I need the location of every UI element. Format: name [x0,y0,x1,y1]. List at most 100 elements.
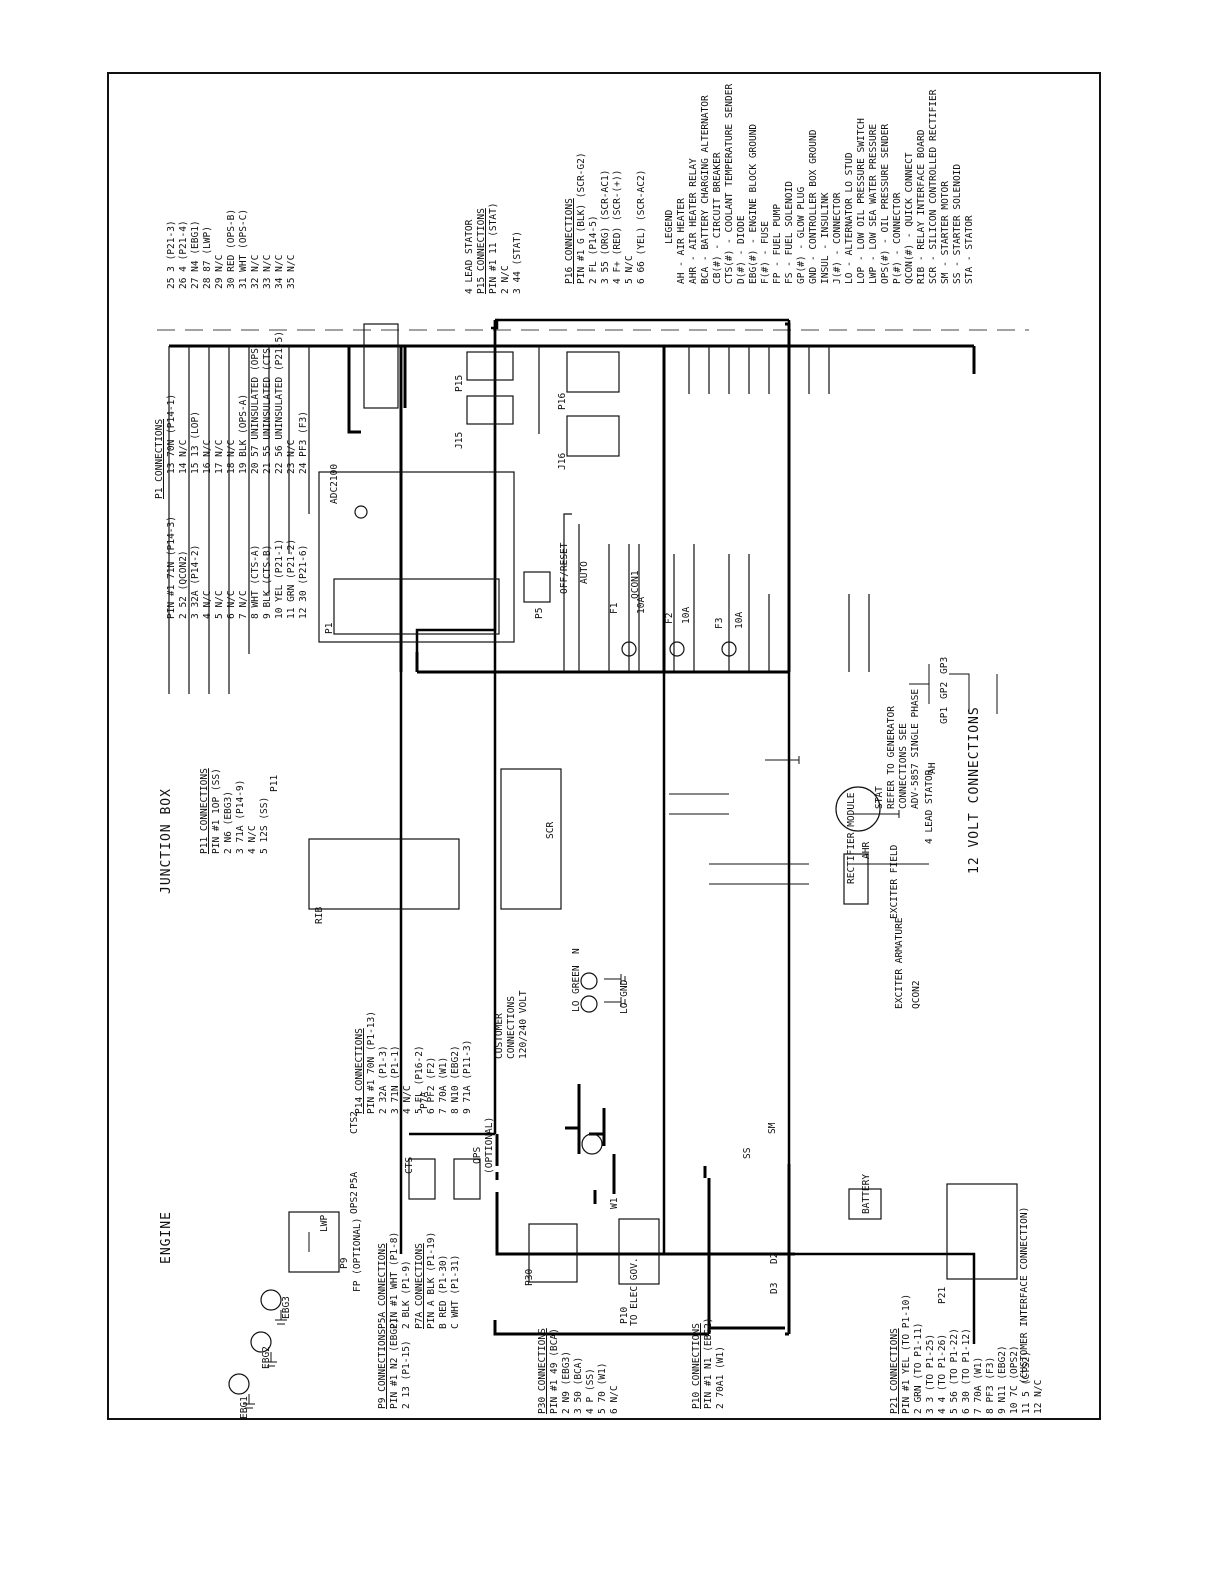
p9-line: 2 13 (P1-15) [401,1340,412,1409]
p10-line: 2 70A1 (W1) [715,1346,726,1409]
p30-line: 5 70 (W1) [597,1362,608,1414]
stat-line: ADV-5857 SINGLE PHASE [910,688,921,809]
p11-connector [363,323,399,409]
p5a-line: 2 BLK (P1-9) [401,1260,412,1329]
p1-line: 17 N/C [214,439,225,474]
ss-solenoid [581,1133,603,1155]
f1-label: F1 [609,602,620,614]
p16-label: P16 [557,392,568,410]
engine-label: ENGINE [159,1211,174,1264]
p7a-line: B RED (P1-30) [438,1254,449,1329]
ebg2-ground [250,1331,272,1353]
legend-item: CB(#) - CIRCUIT BREAKER [712,152,723,284]
p5a-line: PIN #1 WHT (P1-8) [389,1231,400,1329]
lwp-label: LWP [319,1214,330,1232]
ahr-label: AHR [861,841,872,859]
legend-item: RIB - RELAY INTERFACE BOARD [916,129,927,284]
p1-line: 13 70N (P14-1) [166,393,177,474]
ss-label: SS [742,1147,753,1159]
p1-connections-col2: 13 70N (P14-1) 14 N/C 15 13 (LOP) 16 N/C… [166,331,310,474]
p10-line: PIN #1 N1 (EBG2) [703,1317,714,1409]
customer-line: 120/240 VOLT [518,990,529,1059]
qcon1-label: QCON1 [630,570,641,599]
p1-line: 16 N/C [202,439,213,474]
p30-line: 4 P (SS) [585,1368,596,1414]
stat-circle [835,786,881,832]
j15-connector [466,395,514,425]
legend-item: F(#) - FUSE [760,221,771,284]
junction-box-label: JUNCTION BOX [159,788,174,894]
p11-line: 2 N6 (EBG3) [223,791,234,854]
p1-connections-col3: 25 3 (P21-3) 26 4 (P21-4) 27 N4 (EBG1) 2… [166,209,298,289]
drawing-frame: JUNCTION BOX ENGINE 12 VOLT CONNECTIONS … [107,72,1101,1420]
ahr-relay [843,853,869,905]
p21-label: P21 [937,1286,948,1304]
p16-title: P16 CONNECTIONS [564,198,575,284]
p1-line: 25 3 (P21-3) [166,220,177,289]
p30-title: P30 CONNECTIONS [537,1328,548,1414]
p10-connections-block: P10 CONNECTIONS PIN #1 N1 (EBG2) 2 70A1 … [691,1317,727,1409]
p1-line: 27 N4 (EBG1) [190,220,201,289]
p21-line: 4 4 (TO P1-26) [937,1333,948,1414]
f2-fuse [669,641,685,657]
f3-fuse [721,641,737,657]
p14-line: 9 71A (P11-3) [462,1039,473,1114]
p1-line: 21 55 UNINSULATED (CTS) [262,342,273,474]
p16-line: PIN #1 G (BLK) (SCR-G2) [576,152,587,284]
four-lead-stator-title: 4 LEAD STATOR [464,219,475,294]
legend-item: FP - FUEL PUMP [772,203,783,284]
p9-line: PIN #1 N2 (EBG2) [389,1317,400,1409]
f2-rating-label: 10A [681,606,692,624]
p11-line: PIN #1 1OP (SS) [211,768,222,854]
legend-item: SS - STARTER SOLENOID [952,163,963,284]
p16-line: 2 FL (P14-5) [588,215,599,284]
p16-line: 5 N/C [624,255,635,284]
legend-item: AHR - AIR HEATER RELAY [688,158,699,284]
p14-line: 3 71N (P1-1) [390,1045,401,1114]
legend-item: STA - STATOR [964,215,975,284]
p15-line: 2 N/C [500,265,511,294]
elec-gov-label: TO ELEC GOV. [629,1257,640,1326]
n-label: N [571,948,582,954]
p14-line: 4 N/C [402,1085,413,1114]
stat-sub-label: 4 LEAD STATOR [924,769,935,844]
p1-line: 19 BLK (OPS-A) [238,393,249,474]
p5a-label: P5A [349,1171,360,1189]
p11-title: P11 CONNECTIONS [199,768,210,854]
rib-label: RIB [314,906,325,924]
j15-label: J15 [454,431,465,449]
rectifier-label: RECTIFIER MODULE [846,792,857,884]
p9-label: P9 [339,1257,350,1269]
legend-item: EBG(#) - ENGINE BLOCK GROUND [748,123,759,284]
p11-connections-block: P11 CONNECTIONS PIN #1 1OP (SS) 2 N6 (EB… [199,768,271,854]
exciter-armature-label: EXCITER ARMATURE [894,917,905,1009]
p21-note: (CUSTOMER INTERFACE CONNECTION) [1019,1206,1030,1384]
p15-label: P15 [454,374,465,392]
misc-strokes [243,664,998,1409]
ops-label: OPS [472,1146,483,1164]
p14-line: 8 N10 (EBG2) [450,1045,461,1114]
p1-line: 14 N/C [178,439,189,474]
p30-line: 3 50 (BCA) [573,1356,584,1414]
p30-line: 2 N9 (EBG3) [561,1351,572,1414]
p5a-connections-block: P5A CONNECTIONS PIN #1 WHT (P1-8) 2 BLK … [377,1232,413,1329]
stat-line: REFER TO GENERATOR [886,706,897,809]
p7a-label: P7A [419,1091,430,1109]
p1-connector [333,578,500,635]
p21-line: 7 70A (W1) [973,1356,984,1414]
p30-line: 6 N/C [609,1385,620,1414]
p1-line: 22 56 UNINSULATED (P21-5) [274,331,285,474]
p15-connector [466,351,514,381]
p9-connector [288,1211,340,1273]
p14-line: PIN #1 70N (P1-13) [366,1011,377,1114]
p1-line: 20 57 UNINSULATED (OPS) [250,342,261,474]
four-lead-stator-block: 4 LEAD STATOR P15 CONNECTIONS PIN #1 11 … [464,202,524,294]
p1-line: 31 WHT (OPS-C) [238,208,249,289]
p11-line: 3 71A (P14-9) [235,779,246,854]
p7a-line: C WHT (P1-31) [450,1254,461,1329]
p1-line: 18 N/C [226,439,237,474]
p14-line: 7 70A (W1) [438,1056,449,1114]
ebg3-ground [260,1289,282,1311]
legend-item: CTS(#) - COOLANT TEMPERATURE SENDER [724,83,735,284]
p1-line: 35 N/C [286,254,297,289]
